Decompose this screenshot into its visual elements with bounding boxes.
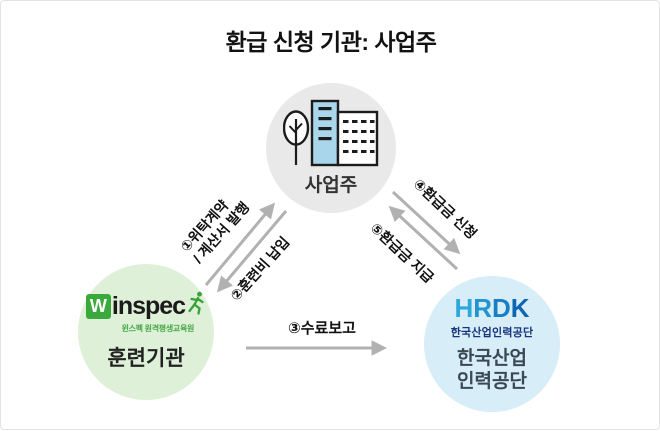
hrdk-logo: HRDK	[454, 292, 530, 323]
runner-icon	[188, 291, 204, 315]
tree-icon	[283, 110, 310, 165]
node-employer: 사업주	[266, 83, 396, 213]
training-label: 훈련기관	[107, 347, 185, 370]
winspec-wordmark: inspec	[111, 292, 186, 320]
winspec-subtitle: 윈스펙 원격평생교육원	[121, 324, 195, 333]
hrdk-label-line2: 인력공단	[457, 371, 527, 392]
node-hrdk: HRDK 한국산업인력공단 한국산업 인력공단	[424, 276, 560, 412]
node-training-institution: W inspec 윈스펙 원격평생교육원 훈련기관	[78, 264, 214, 400]
employer-label: 사업주	[304, 175, 358, 196]
office-building-icon	[283, 99, 379, 167]
arrow-label-fee: ②훈련비 납입	[226, 233, 293, 304]
page-title: 환급 신청 기관: 사업주	[225, 29, 437, 55]
hrdk-label: 한국산업 인력공단	[457, 347, 527, 393]
winspec-logo: W inspec 윈스펙 원격평생교육원	[85, 291, 206, 334]
winspec-w-mark: W	[85, 294, 111, 319]
arrow-label-report: ③수료보고	[288, 320, 356, 337]
arrow-label-contract: ①위탁계약 / 계산서 발행	[177, 187, 253, 266]
hrdk-label-line1: 한국산업	[457, 347, 527, 369]
arrow-label-apply: ④환급금 신청	[410, 175, 481, 242]
hrdk-logo-subtitle: 한국산업인력공단	[450, 326, 534, 339]
arrow-label-pay: ⑤환급금 지급	[367, 219, 438, 286]
